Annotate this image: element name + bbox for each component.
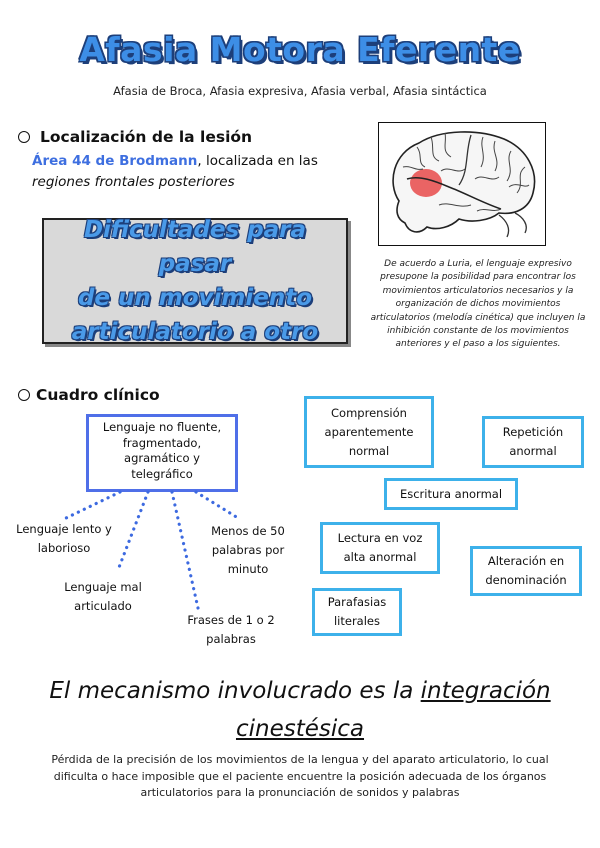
- sub-symptom-line: Lenguaje mal: [64, 580, 142, 594]
- localization-heading-row: Localización de la lesión: [18, 128, 252, 146]
- feature-line: literales: [333, 614, 380, 628]
- feature-line: denominación: [485, 573, 567, 587]
- brain-icon: [392, 131, 536, 238]
- localization-heading: Localización de la lesión: [40, 128, 253, 146]
- mechanism-highlight-2: cinestésica: [235, 716, 365, 742]
- sub-symptom-frases: Frases de 1 o 2 palabras: [176, 611, 286, 649]
- connector-mal-articulado: [116, 490, 150, 572]
- localization-region: regiones frontales posteriores: [32, 174, 235, 190]
- sub-symptom-line: Frases de 1 o 2: [187, 613, 275, 627]
- page-subtitle: Afasia de Broca, Afasia expresiva, Afasi…: [113, 84, 487, 98]
- feature-line: Escritura anormal: [399, 486, 503, 501]
- clinical-heading: Cuadro clínico: [36, 386, 160, 404]
- feature-box-parafasias: Parafasias literales: [312, 588, 402, 636]
- page-title: Afasia Motora Eferente: [79, 30, 521, 69]
- feature-line: Repetición: [502, 425, 564, 439]
- difficulty-line-1: Dificultades para pasar: [83, 217, 307, 277]
- sub-symptom-line: Lenguaje lento y: [16, 522, 112, 536]
- feature-box-comprension: Comprensión aparentemente normal: [304, 396, 434, 468]
- feature-line: normal: [348, 443, 390, 458]
- main-symptom-line-3: agramático y: [124, 451, 200, 466]
- localization-text: Área 44 de Brodmann, localizada en las r…: [32, 151, 362, 193]
- connector-lento: [60, 490, 122, 522]
- circle-bullet-icon: [18, 389, 30, 401]
- main-symptom-line-2: fragmentado,: [122, 435, 202, 450]
- feature-line: Parafasias: [327, 595, 387, 609]
- sub-symptom-line: Menos de 50: [211, 524, 285, 538]
- difficulty-line-3: articulatorio a otro: [71, 319, 319, 345]
- difficulty-line-2: de un movimiento: [77, 285, 313, 311]
- feature-box-denominacion: Alteración en denominación: [470, 546, 582, 596]
- main-symptom-box: Lenguaje no fluente, fragmentado, agramá…: [86, 414, 238, 492]
- feature-line: Lectura en voz: [337, 531, 423, 545]
- sub-symptom-line: articulado: [74, 599, 132, 613]
- connector-frases: [170, 490, 200, 610]
- difficulty-box: Dificultades para pasar de un movimiento…: [42, 217, 348, 345]
- feature-box-repeticion: Repetición anormal: [482, 416, 584, 468]
- connector-menos-50: [194, 490, 240, 520]
- feature-box-escritura: Escritura anormal: [384, 478, 518, 510]
- sub-symptom-line: palabras por: [211, 543, 285, 557]
- sub-symptom-line: laborioso: [37, 541, 91, 555]
- sub-symptom-menos-50: Menos de 50 palabras por minuto: [198, 522, 298, 579]
- lesion-highlight: [410, 169, 442, 197]
- circle-bullet-icon: [18, 131, 30, 143]
- clinical-heading-row: Cuadro clínico: [18, 386, 160, 404]
- feature-line: alta anormal: [343, 550, 417, 564]
- main-symptom-line-4: telegráfico: [131, 466, 193, 481]
- luria-note: De acuerdo a Luria, el lenguaje expresiv…: [370, 259, 586, 350]
- feature-box-lectura: Lectura en voz alta anormal: [320, 522, 440, 574]
- brain-image-frame: [378, 122, 546, 246]
- sub-symptom-lento: Lenguaje lento y laborioso: [6, 520, 122, 558]
- main-symptom-line-1: Lenguaje no fluente,: [102, 420, 222, 434]
- sub-symptom-line: palabras: [206, 632, 256, 646]
- mechanism-prefix: El mecanismo involucrado es la: [49, 678, 414, 704]
- mechanism-description: Pérdida de la precisión de los movimient…: [51, 753, 549, 799]
- feature-line: Comprensión: [331, 405, 407, 420]
- difficulty-text: Dificultades para pasar de un movimiento…: [44, 213, 346, 349]
- feature-line: anormal: [509, 444, 557, 458]
- mechanism-highlight-1: integración: [420, 678, 551, 704]
- mechanism-statement: El mecanismo involucrado es la integraci…: [0, 672, 600, 748]
- dotted-connectors: [60, 490, 240, 610]
- feature-line: Alteración en: [487, 554, 565, 568]
- feature-line: aparentemente: [324, 424, 414, 439]
- brodmann-area: Área 44 de Brodmann: [32, 153, 198, 169]
- sub-symptom-line: minuto: [227, 562, 269, 576]
- localization-mid-text: , localizada en las: [197, 153, 318, 169]
- sub-symptom-mal-articulado: Lenguaje mal articulado: [50, 578, 156, 616]
